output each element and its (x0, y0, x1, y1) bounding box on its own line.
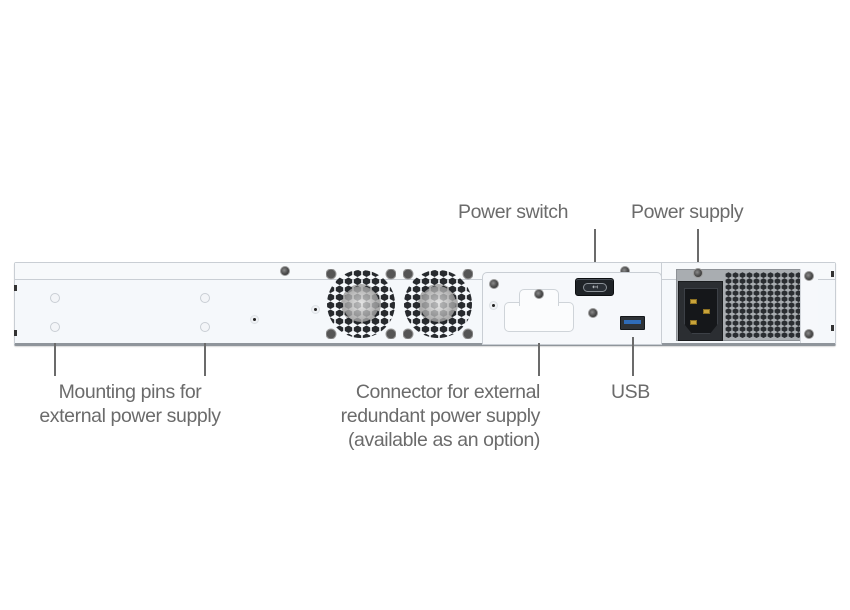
mounting-pins-label: Mounting pins for external power supply (39, 381, 221, 427)
power-supply-label: Power supply (631, 201, 744, 223)
usb-port[interactable] (620, 316, 645, 330)
ground-hole (489, 301, 498, 310)
mounting-pin (50, 322, 60, 332)
mounting-pins-leader-line-right (204, 343, 206, 376)
screw-icon (280, 266, 290, 276)
rack-ear-notch (831, 271, 834, 277)
power-switch-rocker-icon: ↤ (583, 283, 607, 292)
fan-grill-icon (325, 268, 397, 340)
screw-icon (804, 329, 814, 339)
mounting-pins-leader-line-left (54, 343, 56, 376)
iec-pin (690, 299, 697, 304)
rack-ear-notch (831, 325, 834, 331)
psu-bracket (800, 269, 818, 343)
rps-connector-panel (482, 272, 662, 345)
rps-connector-leader-line (538, 343, 540, 376)
iec-pin (703, 309, 710, 314)
ground-hole (311, 305, 320, 314)
fan-grill-icon (402, 268, 474, 340)
screw-icon (489, 279, 499, 289)
iec-power-inlet[interactable] (678, 281, 723, 341)
power-switch[interactable]: ↤ (575, 278, 614, 296)
power-switch-leader-line (594, 229, 596, 277)
appliance-rear-panel: ↤ (14, 262, 836, 346)
iec-pin (690, 320, 697, 325)
iec-socket (684, 288, 718, 334)
mounting-pin (200, 322, 210, 332)
rack-ear-notch (14, 285, 17, 291)
usb-label: USB (611, 381, 650, 403)
screw-icon (588, 308, 598, 318)
screw-icon (804, 271, 814, 281)
mounting-pin (200, 293, 210, 303)
usb-port-tongue (624, 320, 641, 324)
mounting-pin (50, 293, 60, 303)
screw-icon (693, 268, 703, 278)
psu-divider (661, 263, 662, 343)
power-switch-label: Power switch (458, 201, 569, 223)
rack-ear-notch (14, 330, 17, 336)
ground-hole (250, 315, 259, 324)
rps-connector-cover[interactable] (504, 289, 574, 332)
power-supply-leader-line (697, 229, 699, 271)
screw-icon (534, 289, 544, 299)
rps-connector-label: Connector for external redundant power s… (340, 381, 541, 451)
usb-leader-line (632, 337, 634, 376)
power-supply-unit (676, 268, 818, 343)
